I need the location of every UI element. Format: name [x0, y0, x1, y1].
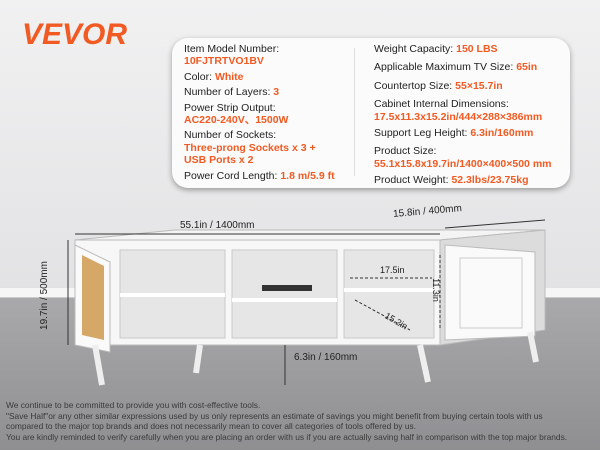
disclaimer: We continue to be committed to provide y…: [6, 400, 568, 442]
spec-value: 17.5x11.3x15.2in/444×288×386mm: [374, 110, 543, 123]
leg: [527, 331, 539, 363]
spec-row: Countertop Size: 55×15.7in: [374, 79, 503, 92]
compartment-middle: [231, 249, 338, 339]
spec-value: 10FJTRTVO1BV: [184, 55, 264, 68]
spec-label: Cabinet Internal Dimensions:: [374, 98, 509, 111]
inner-width-label: 17.5in: [380, 265, 405, 275]
spec-label: Item Model Number:: [184, 43, 280, 55]
spec-column-right: Weight Capacity: 150 LBS Applicable Maxi…: [374, 43, 552, 187]
rattan-panel: [82, 255, 104, 340]
divider: [354, 48, 355, 176]
spec-value: 55.1x15.8x19.7in/1400×400×500 mm: [374, 157, 552, 170]
spec-value: Three-prong Sockets x 3 +: [184, 141, 316, 154]
leg-height-label: 6.3in / 160mm: [294, 352, 358, 363]
compartment-right: [343, 249, 435, 339]
depth-dimension-line: [444, 219, 546, 229]
width-label: 55.1in / 1400mm: [180, 220, 255, 231]
inner-height-label: 11.3in: [430, 278, 441, 302]
right-door: [444, 244, 536, 341]
height-label: 19.7in / 500mm: [38, 261, 50, 330]
door-panel: [459, 257, 523, 329]
spec-row: Support Leg Height: 6.3in/160mm: [374, 127, 534, 140]
spec-column-left: Item Model Number: 10FJTRTVO1BV Color: W…: [184, 43, 335, 182]
power-strip: [262, 285, 312, 291]
spec-row: Color: White: [184, 70, 244, 83]
leg: [92, 344, 105, 386]
spec-row: Weight Capacity: 150 LBS: [374, 43, 498, 55]
spec-value: USB Ports x 2: [184, 154, 254, 167]
spec-row: Applicable Maximum TV Size: 65in: [374, 61, 538, 74]
spec-label: Number of Sockets:: [184, 129, 277, 142]
spec-row: Power Cord Length: 1.8 m/5.9 ft: [184, 169, 335, 182]
spec-card: Item Model Number: 10FJTRTVO1BV Color: W…: [172, 38, 570, 188]
spec-label: Product Size:: [374, 145, 437, 158]
spec-label: Power Strip Output:: [184, 101, 276, 114]
brand-logo: VEVOR: [22, 18, 128, 51]
spec-row: Number of Layers: 3: [184, 86, 280, 99]
leg: [417, 344, 431, 383]
leg: [193, 344, 203, 374]
inner-depth-line: [354, 299, 411, 331]
spec-row: Product Weight: 52.3lbs/23.75kg: [374, 174, 529, 187]
spec-value: AC220-240V、1500W: [184, 114, 289, 127]
